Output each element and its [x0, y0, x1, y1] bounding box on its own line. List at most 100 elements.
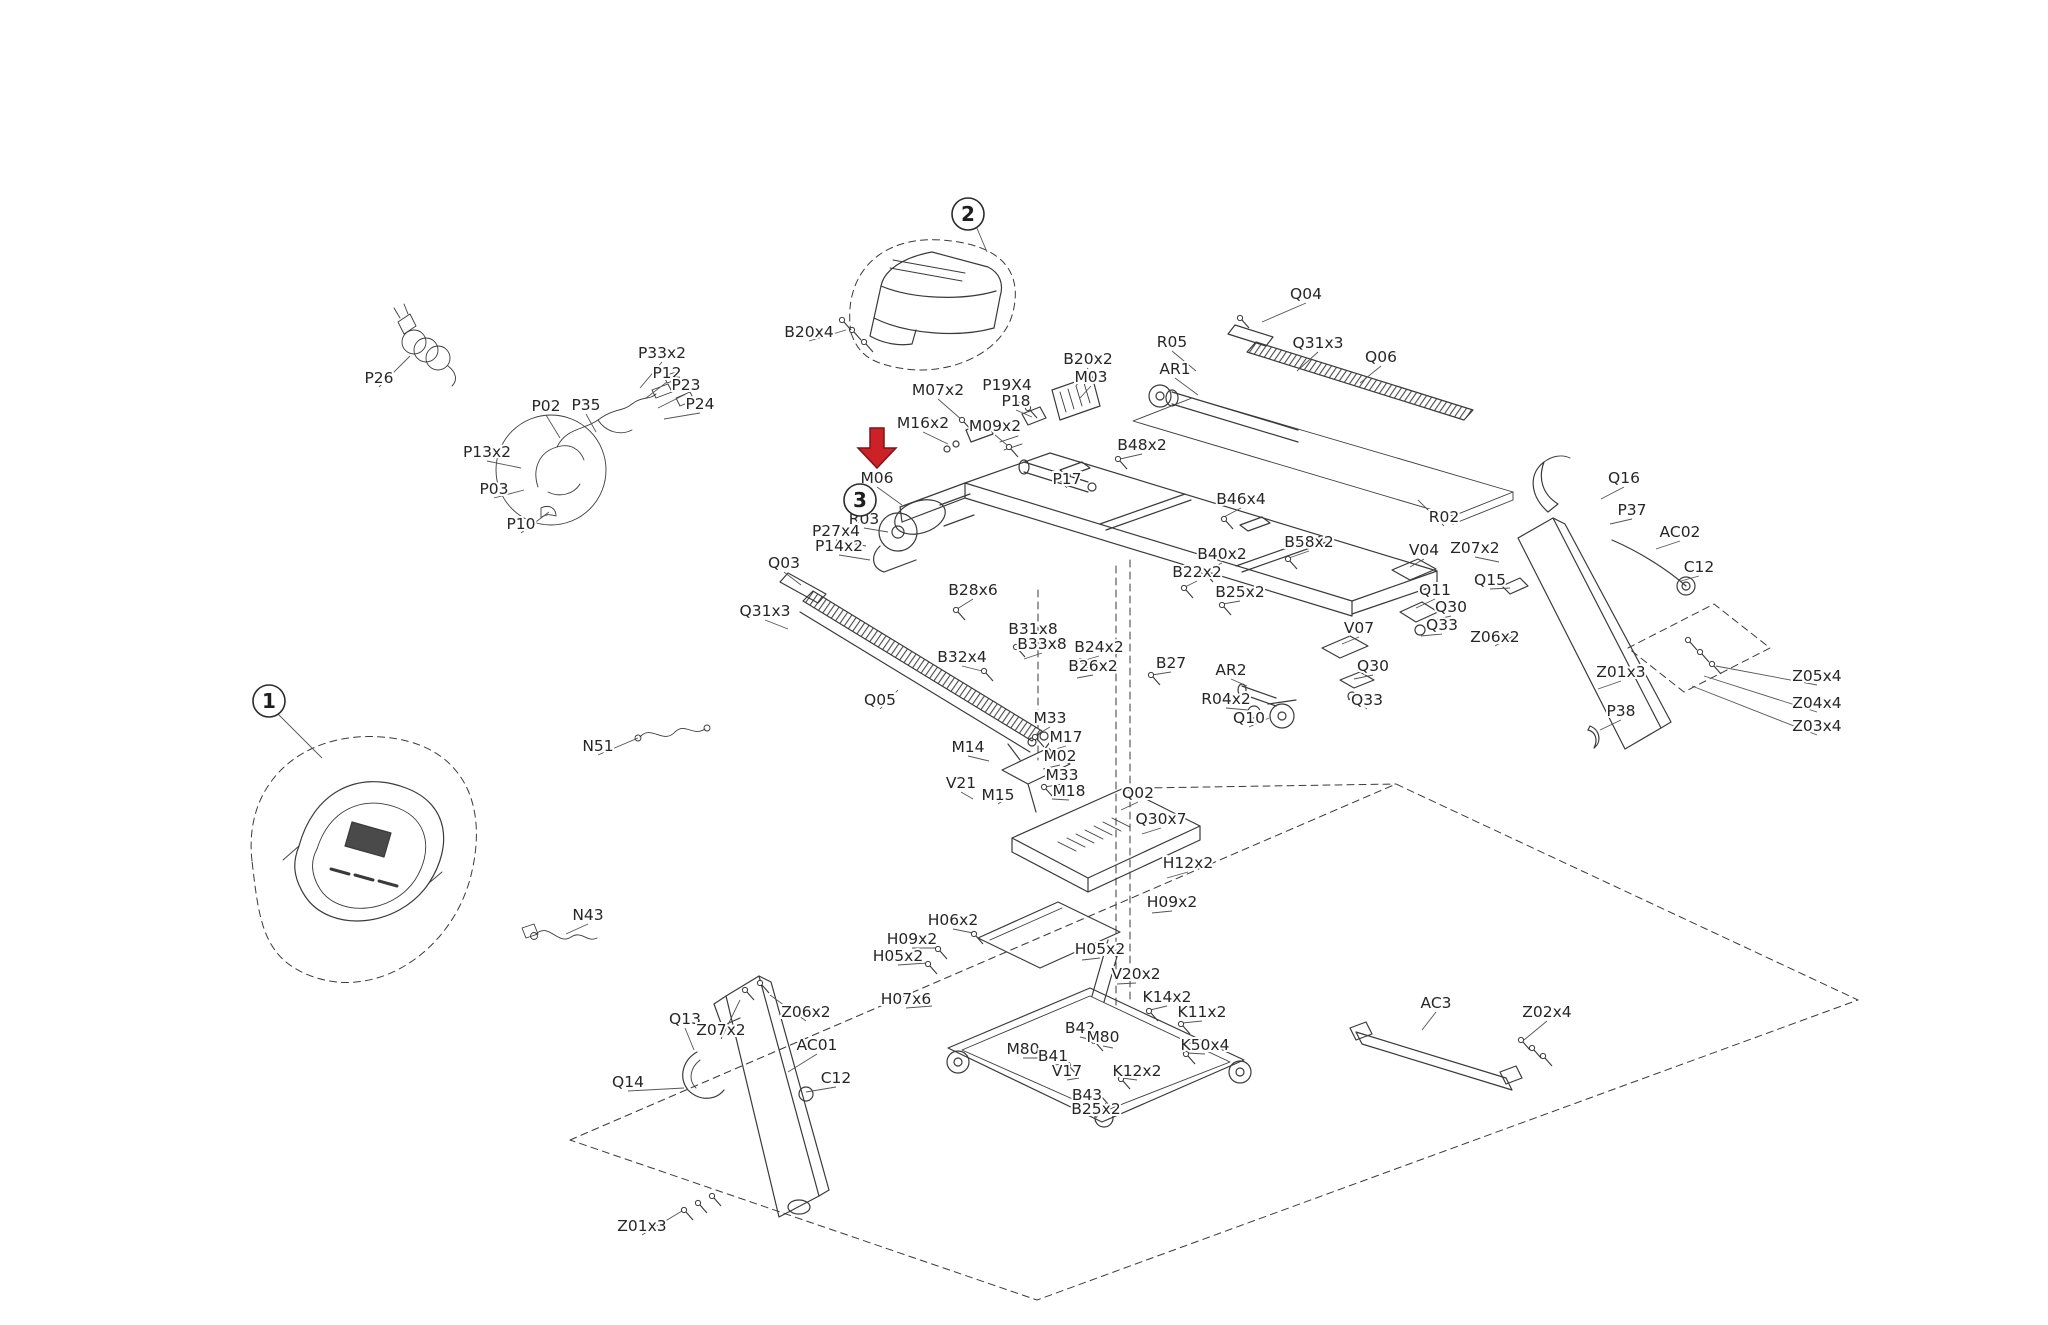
part-label-m33: M33 — [1033, 709, 1066, 727]
leader-line — [1409, 558, 1425, 568]
motor-mount-drawing — [1001, 731, 1071, 813]
part-label-r05: R05 — [1157, 333, 1188, 351]
screw-glyph — [708, 1192, 722, 1207]
screw-glyph — [756, 979, 770, 994]
screw-glyph — [1117, 1075, 1131, 1090]
screw-glyph — [1114, 455, 1128, 470]
screw-glyph — [680, 1206, 694, 1221]
leader-line — [1149, 1005, 1168, 1011]
leader-line — [1034, 726, 1051, 737]
part-label-h07x6: H07x6 — [881, 990, 931, 1008]
leader-line — [808, 329, 847, 342]
part-label-c12: C12 — [1684, 558, 1715, 576]
console-drawing — [250, 736, 477, 983]
part-label-q31x3: Q31x3 — [740, 602, 791, 620]
leader-line — [1341, 636, 1360, 645]
part-label-q14: Q14 — [612, 1073, 644, 1091]
part-label-p24: P24 — [685, 395, 714, 413]
callout-number: 3 — [853, 488, 867, 512]
leader-line — [769, 994, 807, 1022]
part-label-z04x4: Z04x4 — [1792, 694, 1841, 712]
screw-glyph — [1218, 601, 1232, 616]
leader-line — [1119, 453, 1143, 460]
part-label-m09x2: M09x2 — [969, 417, 1021, 435]
part-label-z06x2: Z06x2 — [1470, 628, 1519, 646]
part-label-m80: M80 — [1086, 1028, 1119, 1046]
leader-line — [956, 598, 974, 610]
leader-line — [997, 793, 1014, 805]
screw-glyph — [1024, 404, 1038, 419]
part-label-m80: M80 — [1006, 1040, 1039, 1058]
part-label-b42: B42 — [1065, 1019, 1095, 1037]
screw-glyph — [970, 930, 984, 945]
part-label-m03: M03 — [1074, 368, 1107, 386]
screw-glyph — [1696, 648, 1710, 663]
screw-glyph — [694, 1199, 708, 1214]
screw-glyph — [838, 316, 852, 331]
part-label-q05: Q05 — [864, 691, 896, 709]
part-label-q30: Q30 — [1435, 598, 1467, 616]
leader-line — [937, 398, 963, 421]
leader-line — [805, 1086, 837, 1093]
console-cables-drawing — [521, 724, 711, 940]
leader-line — [1075, 367, 1089, 387]
part-label-q02: Q02 — [1122, 784, 1154, 802]
leader-line — [1044, 783, 1063, 788]
leader-line — [1703, 675, 1818, 713]
leader-line — [1417, 499, 1445, 527]
part-label-n51: N51 — [582, 737, 613, 755]
leader-line — [1347, 698, 1368, 710]
leader-line — [905, 1005, 933, 1009]
callout-3: 3 — [843, 483, 877, 517]
part-label-z06x2: Z06x2 — [781, 1003, 830, 1021]
leader-line — [378, 355, 411, 388]
part-label-k50x4: K50x4 — [1181, 1036, 1230, 1054]
part-label-b20x2: B20x2 — [1063, 350, 1112, 368]
leader-line — [879, 689, 899, 710]
part-label-b48x2: B48x2 — [1117, 436, 1166, 454]
leader-line — [1116, 982, 1137, 985]
screw-glyph — [1147, 671, 1161, 686]
screw-glyph — [1177, 1020, 1191, 1035]
part-label-m33: M33 — [1045, 766, 1078, 784]
leader-line — [1095, 1102, 1107, 1119]
part-label-m02: M02 — [1043, 747, 1076, 765]
screw-glyph — [1517, 1036, 1531, 1051]
part-label-b25x2: B25x2 — [1071, 1100, 1120, 1118]
part-label-b40x2: B40x2 — [1197, 545, 1246, 563]
part-label-q33: Q33 — [1351, 691, 1383, 709]
part-label-c12: C12 — [821, 1069, 852, 1087]
leader-line — [639, 361, 663, 389]
part-label-b41: B41 — [1038, 1047, 1068, 1065]
part-label-m14: M14 — [951, 738, 984, 756]
leader-line — [627, 1087, 685, 1092]
leader-line — [1597, 680, 1622, 690]
power-cord-drawing — [393, 303, 456, 387]
screw-glyph — [1090, 1037, 1104, 1052]
leader-line — [663, 412, 701, 420]
leader-line — [835, 539, 867, 547]
part-label-z05x4: Z05x4 — [1792, 667, 1841, 685]
part-label-p18: P18 — [1001, 392, 1030, 410]
leader-line — [520, 511, 550, 534]
part-label-n43: N43 — [572, 906, 603, 924]
screw-glyph — [1044, 747, 1058, 762]
part-label-k11x2: K11x2 — [1178, 1003, 1227, 1021]
part-label-p38: P38 — [1606, 702, 1635, 720]
part-label-v21: V21 — [946, 774, 976, 792]
leader-line — [1023, 652, 1043, 660]
leader-line — [1102, 1045, 1114, 1049]
leader-line — [1042, 764, 1061, 770]
leader-line — [1120, 801, 1139, 811]
leader-line — [1230, 678, 1248, 687]
screw-glyph — [958, 416, 972, 431]
leader-line — [764, 619, 789, 630]
leader-line — [1052, 1063, 1068, 1066]
part-label-q30x7: Q30x7 — [1136, 810, 1187, 828]
part-label-q16: Q16 — [1608, 469, 1640, 487]
leader-line — [565, 923, 589, 935]
part-label-b58x2: B58x2 — [1284, 533, 1333, 551]
leader-line — [1296, 351, 1319, 372]
part-label-b32x4: B32x4 — [937, 648, 986, 666]
